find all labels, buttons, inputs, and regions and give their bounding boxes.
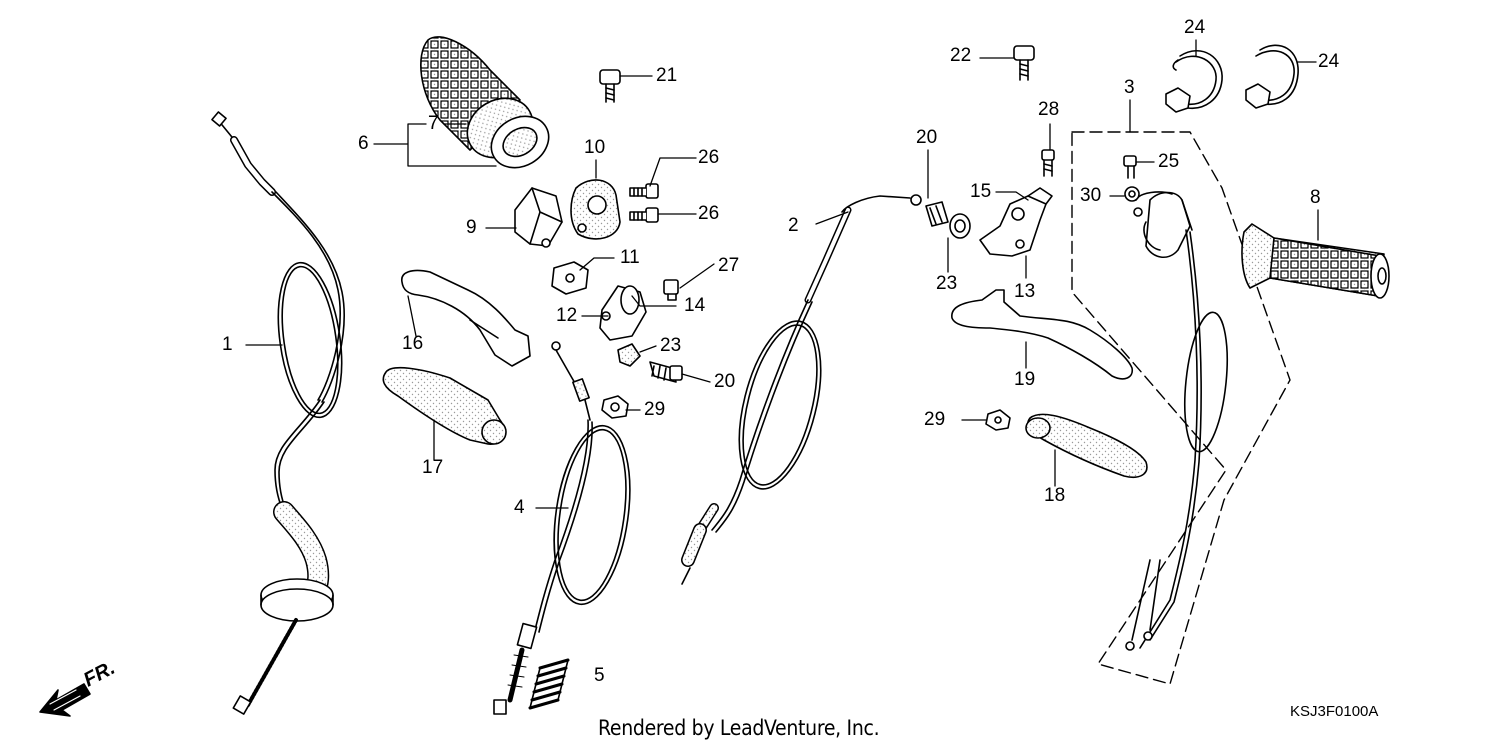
callout-19[interactable]: 19 <box>1014 369 1036 390</box>
callout-13[interactable]: 13 <box>1014 281 1036 302</box>
callout-26-lower[interactable]: 26 <box>698 203 720 224</box>
callout-26-upper[interactable]: 26 <box>698 147 720 168</box>
brake-lever-part-19[interactable] <box>951 289 1134 380</box>
callout-20-lower[interactable]: 20 <box>714 371 736 392</box>
callout-30[interactable]: 30 <box>1080 185 1102 206</box>
washer-part-30[interactable] <box>1124 186 1143 217</box>
callout-22[interactable]: 22 <box>950 45 972 66</box>
callout-14[interactable]: 14 <box>684 295 706 316</box>
callout-24-right[interactable]: 24 <box>1318 51 1340 72</box>
spring-part-5[interactable] <box>528 658 570 710</box>
callout-15[interactable]: 15 <box>970 181 992 202</box>
front-direction-arrow-icon <box>39 683 91 717</box>
throttle-cable-part-1[interactable] <box>211 111 351 715</box>
callout-29-right[interactable]: 29 <box>924 409 946 430</box>
callout-21[interactable]: 21 <box>656 65 678 86</box>
bolt-part-26-lower[interactable] <box>629 207 659 223</box>
screw-part-25[interactable] <box>1123 155 1137 179</box>
throttle-grip-part-6-7[interactable] <box>420 36 558 178</box>
adjuster-part-23-left[interactable] <box>617 343 641 367</box>
callout-2[interactable]: 2 <box>788 215 799 236</box>
callout-8[interactable]: 8 <box>1310 187 1321 208</box>
leader-lines <box>245 39 1319 509</box>
bolt-part-26-upper[interactable] <box>629 183 659 199</box>
footer-credit: Rendered by LeadVenture, Inc. <box>598 716 880 740</box>
clutch-lever-holder-part-12-14[interactable] <box>599 285 647 341</box>
callout-17[interactable]: 17 <box>422 457 444 478</box>
screw-part-28[interactable] <box>1041 149 1055 177</box>
lever-protector-part-18[interactable] <box>1025 413 1148 478</box>
callout-4[interactable]: 4 <box>514 497 525 518</box>
callout-29-left[interactable]: 29 <box>644 399 666 420</box>
callout-10[interactable]: 10 <box>584 137 606 158</box>
callout-5[interactable]: 5 <box>594 665 605 686</box>
band-part-24-right[interactable] <box>1245 44 1299 109</box>
clutch-lever-part-16[interactable] <box>401 269 531 367</box>
callout-24-left[interactable]: 24 <box>1184 17 1206 38</box>
callout-18[interactable]: 18 <box>1044 485 1066 506</box>
callout-1[interactable]: 1 <box>222 334 233 355</box>
adjuster-bolt-part-20-lower[interactable] <box>649 361 683 383</box>
bolt-part-21[interactable] <box>599 69 621 103</box>
callout-6[interactable]: 6 <box>358 133 369 154</box>
lever-protector-part-17[interactable] <box>382 366 507 445</box>
adjuster-bolt-part-20-upper[interactable] <box>925 201 949 227</box>
hot-start-cable-part-2[interactable] <box>681 194 922 585</box>
callout-23-right[interactable]: 23 <box>936 273 958 294</box>
band-part-24-left[interactable] <box>1165 50 1223 113</box>
throttle-housing-cover-part-9[interactable] <box>514 187 563 248</box>
callout-11[interactable]: 11 <box>620 247 640 268</box>
bolt-part-22[interactable] <box>1013 45 1035 81</box>
callout-28[interactable]: 28 <box>1038 99 1060 120</box>
callout-20-upper[interactable]: 20 <box>916 127 938 148</box>
kill-switch-assembly-part-3[interactable] <box>1071 131 1291 685</box>
left-grip-part-8[interactable] <box>1241 223 1390 299</box>
nut-part-29-left[interactable] <box>601 395 629 419</box>
clutch-cable-part-4[interactable] <box>493 341 640 715</box>
callout-7[interactable]: 7 <box>428 113 439 134</box>
callout-16[interactable]: 16 <box>402 333 424 354</box>
bolt-part-27[interactable] <box>663 279 679 301</box>
adjuster-part-23-right[interactable] <box>949 213 971 239</box>
callout-27[interactable]: 27 <box>718 255 740 276</box>
diagram-code: KSJ3F0100A <box>1290 703 1379 720</box>
nut-part-29-right[interactable] <box>985 409 1011 431</box>
throttle-housing-part-10[interactable] <box>570 179 621 240</box>
hot-start-holder-part-13-15[interactable] <box>979 187 1053 257</box>
bracket-part-11[interactable] <box>551 261 589 295</box>
callout-9[interactable]: 9 <box>466 217 477 238</box>
callout-25[interactable]: 25 <box>1158 151 1180 172</box>
callout-23-left[interactable]: 23 <box>660 335 682 356</box>
callout-3[interactable]: 3 <box>1124 77 1135 98</box>
callout-12[interactable]: 12 <box>556 305 578 326</box>
